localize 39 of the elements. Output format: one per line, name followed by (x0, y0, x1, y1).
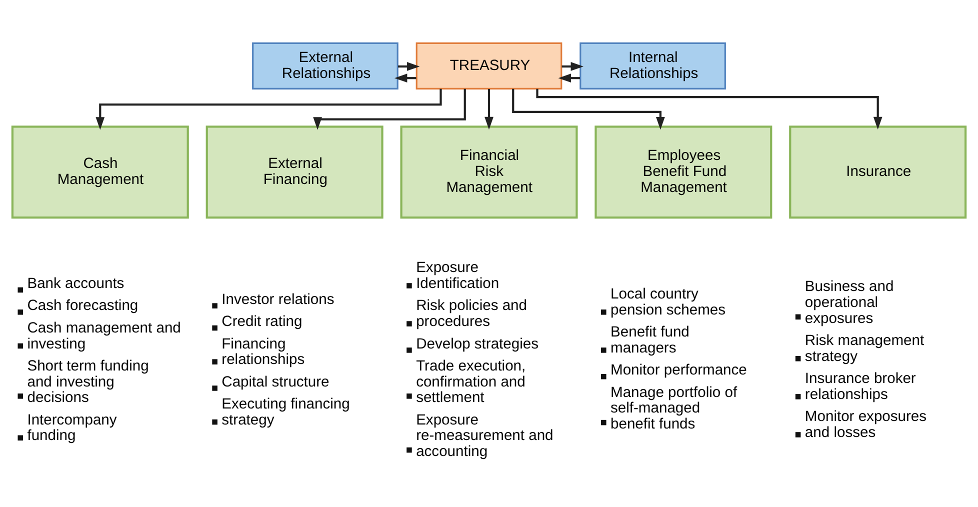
arrow (562, 62, 584, 71)
arrow (558, 74, 580, 83)
arrow (394, 74, 416, 83)
node-label: Local country pension schemes (610, 286, 726, 318)
node-box: Financial Risk Management (400, 126, 578, 219)
node-label: Risk management strategy (804, 333, 924, 365)
node-label: Business and operational exposures (804, 279, 894, 327)
node-label: Manage portfolio of self-managed benefit funds (610, 384, 738, 433)
node-label: Insurance broker relationships (804, 371, 916, 403)
node-label: Monitor exposures and losses (804, 409, 927, 442)
arrow (536, 88, 882, 130)
node-label: Intercompany funding (27, 412, 117, 444)
node-box: TREASURY (416, 42, 562, 90)
node-label: Capital structure (222, 374, 330, 390)
node-box: Employees Benefit Fund Management (594, 126, 772, 219)
node-label: Develop strategies (416, 336, 539, 352)
node-label: Cash management and investing (27, 320, 181, 352)
node-label: Monitor performance (610, 362, 747, 379)
arrow (398, 62, 420, 71)
node-label: Short term funding and investing decisions (27, 358, 149, 406)
node-label: Bank accounts (27, 276, 124, 292)
node-label: Trade execution, confirmation and settlement (416, 358, 526, 406)
node-label: Executing financing strategy (222, 396, 350, 428)
node-box: External Financing (206, 126, 384, 219)
node-label: Credit rating (222, 314, 302, 330)
node-box: External Relationships (252, 42, 398, 90)
node-label: Investor relations (222, 292, 334, 308)
arrow (512, 88, 665, 130)
node-label: Financing relationships (222, 336, 305, 368)
arrow (313, 88, 466, 130)
node-box: Cash Management (11, 126, 189, 219)
node-box: Internal Relationships (580, 42, 726, 90)
node-label: Exposure re-measurement and accounting (416, 412, 554, 460)
arrow (484, 89, 494, 130)
node-label: Benefit fund managers (610, 324, 690, 357)
node-label: Risk policies and procedures (416, 298, 528, 330)
node-box: Insurance (789, 126, 967, 219)
node-label: Cash forecasting (27, 298, 138, 314)
node-label: Exposure Identification (416, 260, 500, 292)
